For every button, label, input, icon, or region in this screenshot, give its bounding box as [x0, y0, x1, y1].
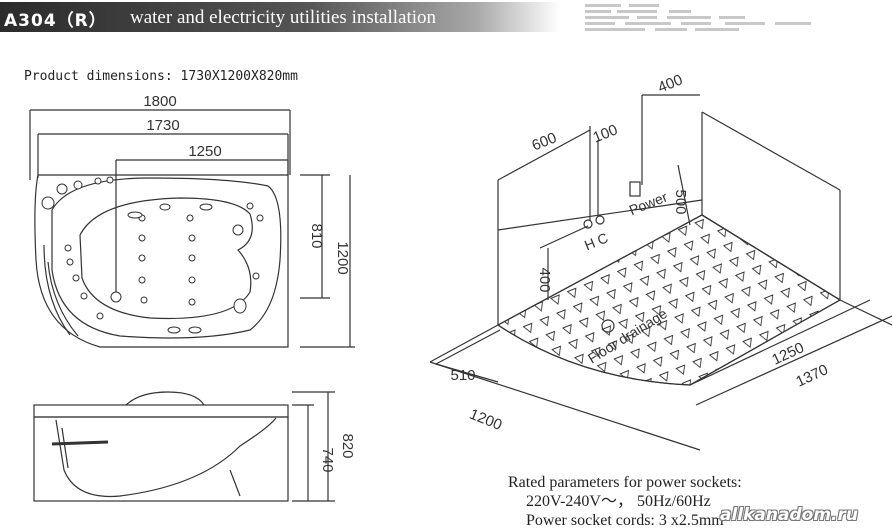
model-number: A304（R） [4, 11, 107, 31]
dim-1200-label: 1200 [334, 241, 351, 274]
diagram-title: water and electricity utilities installa… [130, 7, 437, 28]
watermark: allkanadom.ru [720, 505, 858, 525]
dim-1200-floor-label: 1200 [467, 406, 504, 434]
dim-1730-label: 1730 [146, 117, 179, 134]
dim-600-label: 600 [530, 129, 560, 154]
dim-1250-label: 1250 [188, 143, 221, 160]
dim-820-label: 820 [339, 433, 356, 458]
dim-100-label: 100 [591, 121, 621, 146]
decorative-stripes [585, 4, 811, 31]
dim-400-side-label: 400 [536, 267, 553, 292]
dim-510-label: 510 [450, 367, 475, 384]
power-label: Power [627, 188, 670, 218]
jets-top-view [41, 176, 264, 334]
dim-1250-floor-label: 1250 [769, 339, 806, 369]
product-dimensions-value: 1730X1200X820mm [180, 69, 298, 84]
installation-view [429, 94, 893, 451]
product-dimensions-label: Product dimensions: [24, 69, 173, 84]
dim-1800-label: 1800 [143, 93, 176, 110]
dim-810-label: 810 [308, 223, 325, 248]
socket-cords: Power socket cords: 3 x2.5mm [526, 512, 724, 529]
product-dimensions: Product dimensions: 1730X1200X820mm [24, 69, 298, 84]
top-view [29, 109, 355, 348]
rated-parameters-title: Rated parameters for power sockets: [508, 474, 742, 491]
side-view [33, 391, 335, 502]
hot-cold-label: H C [582, 229, 610, 253]
dim-740-label: 740 [319, 447, 336, 472]
dim-500-label: 500 [672, 189, 689, 214]
title-bar: A304（R） water and electricity utilities … [0, 0, 893, 36]
dim-1370-label: 1370 [793, 361, 830, 391]
rated-voltage: 220V-240V～， 50Hz/60Hz [526, 493, 711, 510]
title-band [0, 2, 560, 32]
rated-parameters: Rated parameters for power sockets: 220V… [508, 473, 742, 530]
dim-400-top-label: 400 [656, 71, 686, 96]
